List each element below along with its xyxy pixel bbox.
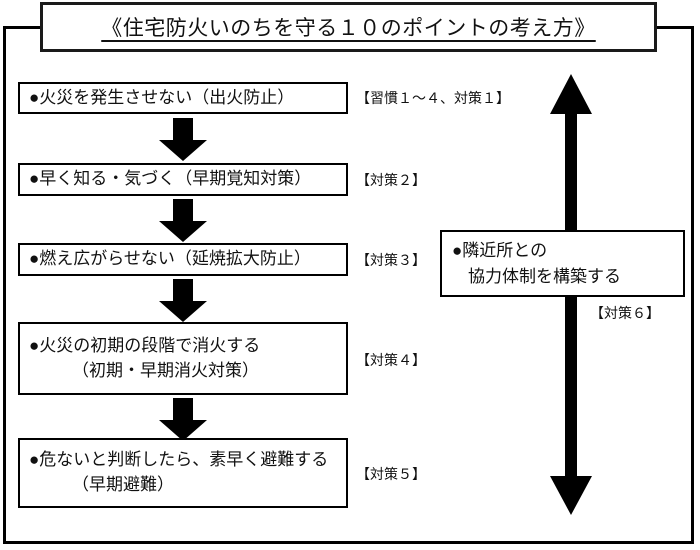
step-box-5[interactable]: ●危ないと判断したら、素早く避難する （早期避難） <box>18 438 348 508</box>
down-block-arrow-icon <box>155 118 211 162</box>
neighbor-line-2: 協力体制を構築する <box>468 266 621 286</box>
down-block-arrow-icon <box>155 199 211 243</box>
step-box-4[interactable]: ●火災の初期の段階で消火する （初期・早期消火対策） <box>18 322 348 395</box>
neighbor-cooperation-box[interactable]: ●隣近所との 協力体制を構築する <box>440 230 685 297</box>
neighbor-line-1: ●隣近所との <box>452 241 548 260</box>
step-4-line-2: （初期・早期消火対策） <box>72 360 259 380</box>
step-box-3[interactable]: ●燃え広がらせない（延焼拡大防止） <box>18 243 348 276</box>
step-4-line-1: ●火災の初期の段階で消火する <box>29 335 261 355</box>
step-3-line-1: ●燃え広がらせない（延焼拡大防止） <box>29 249 311 269</box>
step-5-tag: 【対策５】 <box>356 468 426 483</box>
step-2-tag: 【対策２】 <box>356 174 426 189</box>
neighbor-tag: 【対策６】 <box>590 307 660 322</box>
step-5-line-2: （早期避難） <box>72 475 174 494</box>
down-block-arrow-icon <box>155 398 211 442</box>
title-box: 《住宅防火いのちを守る１０のポイントの考え方》 <box>40 2 657 52</box>
step-4-tag: 【対策４】 <box>356 354 426 369</box>
step-box-1[interactable]: ●火災を発生させない（出火防止） <box>18 82 348 114</box>
step-5-line-1: ●危ないと判断したら、素早く避難する <box>29 450 329 470</box>
step-1-tag: 【習慣１～４、対策１】 <box>356 92 510 107</box>
step-3-tag: 【対策３】 <box>356 254 426 269</box>
step-1-line-1: ●火災を発生させない（出火防止） <box>29 87 295 107</box>
step-box-2[interactable]: ●早く知る・気づく（早期覚知対策） <box>18 163 348 196</box>
down-block-arrow-icon <box>155 279 211 323</box>
step-2-line-1: ●早く知る・気づく（早期覚知対策） <box>29 169 312 189</box>
page-title: 《住宅防火いのちを守る１０のポイントの考え方》 <box>101 16 596 40</box>
